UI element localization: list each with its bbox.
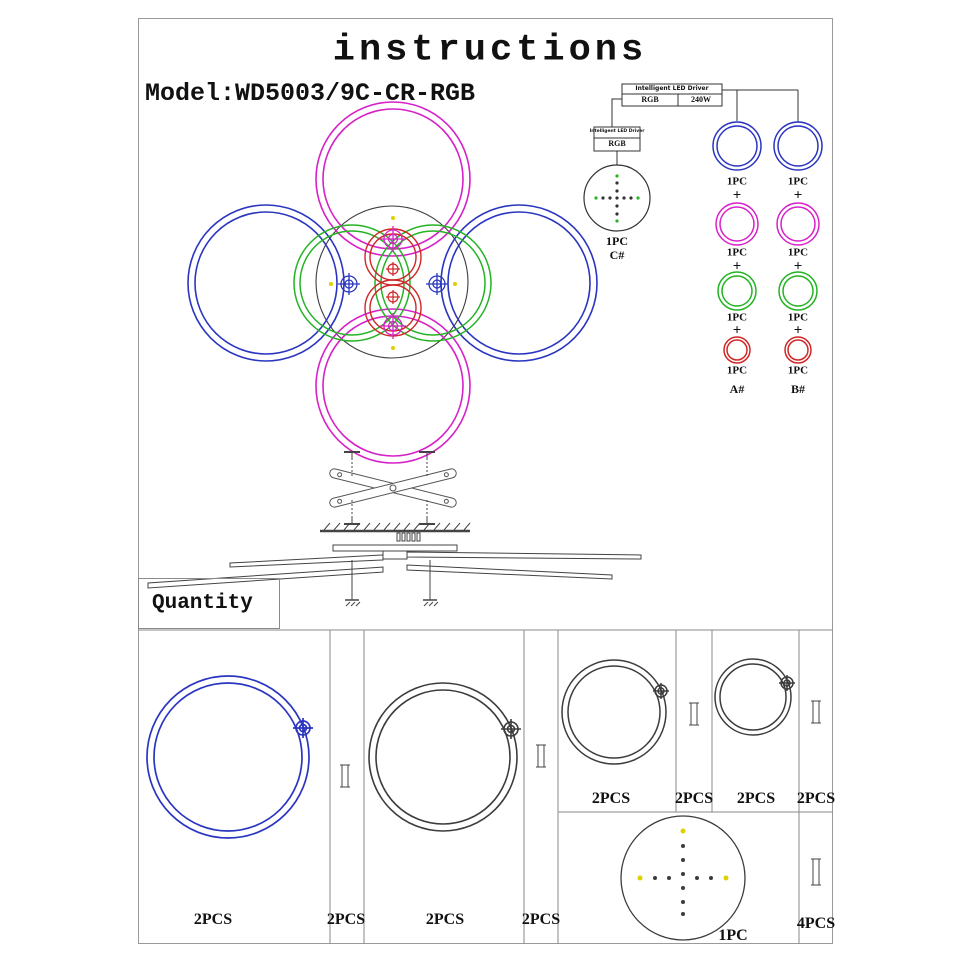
module-c-label: C# [609,248,625,262]
plus-a-1: + [732,187,742,204]
qty-rod-2: 2PCS [521,911,561,928]
ring-diagram [187,101,598,464]
part-rod-4 [811,700,821,724]
magenta-connector-icon [380,226,406,339]
qty-a-blue: 1PC [726,175,748,188]
page-title: instructions [332,29,648,72]
qty-b-blue: 1PC [787,175,809,188]
sub-driver-box [593,126,641,152]
qty-large-blue-ring: 2PCS [193,911,233,928]
part-rod-1 [340,764,350,788]
qty-rod-4: 2PCS [796,790,836,807]
part-rod-5 [811,858,821,886]
qty-large-black-ring: 2PCS [425,911,465,928]
qty-a-red: 1PC [726,364,748,377]
quantity-box [138,578,280,629]
part-large-blue-ring [146,675,313,839]
group-b-label: B# [790,382,806,396]
part-rod-2 [536,744,546,768]
blue-connector-icon [338,273,448,295]
plus-a-2: + [732,258,742,275]
mounting-bracket-drawing [329,451,457,525]
part-rod-3 [689,702,699,726]
wiring-rings [712,121,823,364]
qty-small-ring: 2PCS [736,790,776,807]
qty-b-green: 1PC [787,311,809,324]
sub-driver-title: Intelligent LED Driver [589,128,645,134]
red-connector-icon [386,262,400,304]
screw-icons [344,451,435,525]
fixture-side-view [147,522,642,607]
part-small-ring [714,658,795,736]
qty-center-panel: 1PC [718,927,748,944]
model-number: Model:WD5003/9C-CR-RGB [145,79,476,108]
page-border [138,18,833,944]
part-medium-ring [561,659,669,765]
module-c-disc [583,164,651,232]
qty-medium-ring: 2PCS [591,790,631,807]
qty-a-green: 1PC [726,311,748,324]
plus-b-3: + [793,322,803,339]
part-center-panel [620,815,746,941]
qty-b-magenta: 1PC [787,246,809,259]
module-c-qty: 1PC [606,234,628,248]
main-driver-title: Intelligent LED Driver [635,85,709,92]
quantity-heading: Quantity [152,592,253,615]
qty-rod-3: 2PCS [674,790,714,807]
main-driver-rgb-label: RGB [641,95,659,104]
group-a-label: A# [729,382,745,396]
part-large-black-ring [368,682,521,832]
main-driver-box [621,83,723,107]
module-c-dots [594,174,640,223]
qty-a-magenta: 1PC [726,246,748,259]
plus-b-2: + [793,258,803,275]
parts-table-grid [138,578,833,944]
sub-driver-rgb-label: RGB [608,139,626,148]
plus-b-1: + [793,187,803,204]
qty-rod-1: 2PCS [326,911,366,928]
wiring-diagram [583,83,799,232]
parts-drawings [146,658,821,941]
qty-b-red: 1PC [787,364,809,377]
plus-a-3: + [732,322,742,339]
qty-rod-5: 4PCS [796,915,836,932]
main-driver-watt-label: 240W [691,95,711,104]
